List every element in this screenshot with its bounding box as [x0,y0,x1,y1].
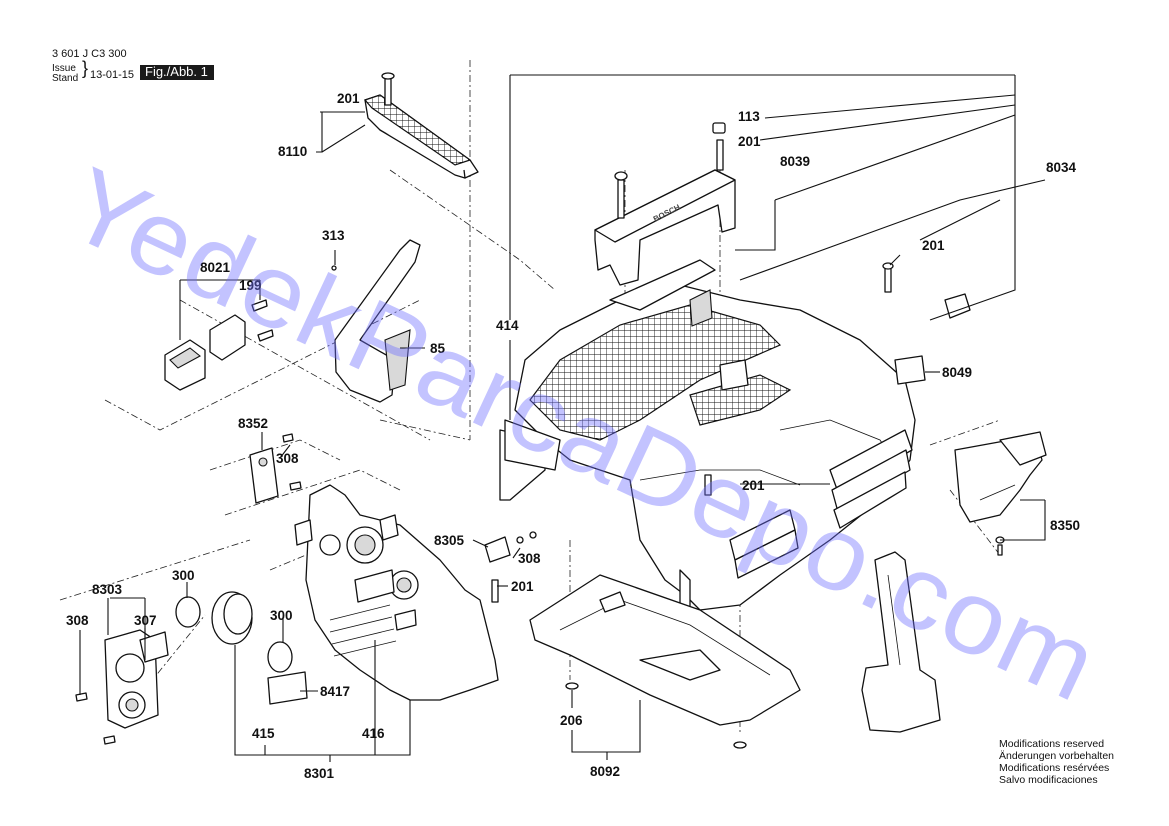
part-8350-side-cover [954,431,1047,556]
callout-414: 414 [496,318,519,333]
callout-8301: 8301 [304,766,335,781]
callout-206: 206 [560,713,583,728]
callout-labels: 201 8110 113 201 8039 8034 313 8021 199 … [66,91,1080,781]
callout-415: 415 [252,726,275,741]
issue-date: 13-01-15 [90,69,135,81]
callout-300: 300 [172,568,195,583]
callout-8092: 8092 [590,764,620,779]
callout-308: 308 [66,613,89,628]
callout-307: 307 [134,613,157,628]
callout-8021: 8021 [200,260,231,275]
callout-416: 416 [362,726,385,741]
callout-201: 201 [742,478,765,493]
callout-8305: 8305 [434,533,465,548]
part-8092-base-plate [529,574,801,749]
part-300-knobs [175,591,308,705]
callout-308: 308 [518,551,541,566]
callout-8303: 8303 [92,582,123,597]
part-8352-plate [249,433,302,504]
part-85-strap [331,239,421,403]
document-number: 3 601 J C3 300 [52,48,127,60]
modification-note: Änderungen vorbehalten [999,750,1115,762]
callout-8352: 8352 [238,416,268,431]
callout-8039: 8039 [780,154,810,169]
callout-85: 85 [430,341,446,356]
callout-201: 201 [337,91,360,106]
modification-note: Modifications reserved [999,738,1105,750]
callout-201: 201 [922,238,945,253]
part-8110-carry-bar [363,72,479,179]
callout-201: 201 [738,134,761,149]
issue-label: Issue Stand [52,63,79,84]
part-8021-switch [164,299,274,391]
callout-201: 201 [511,579,534,594]
figure-badge: Fig./Abb. 1 [140,65,214,80]
part-8049-label [882,262,971,385]
callout-313: 313 [322,228,345,243]
callout-8034: 8034 [1046,160,1077,175]
part-8301-front-cover [294,484,499,701]
leader-lines [79,74,1046,762]
callout-8417: 8417 [320,684,350,699]
part-8305-bracket [484,474,712,603]
issue-brace: } [82,58,89,78]
modification-note: Modifications resérvées [999,762,1110,774]
part-cord-hook [861,551,941,733]
part-8034-main-housing [499,259,916,613]
callout-300: 300 [270,608,293,623]
callout-113: 113 [738,109,760,124]
callout-308: 308 [276,451,299,466]
modification-note: Salvo modificaciones [999,774,1098,786]
callout-8049: 8049 [942,365,972,380]
part-8303-socket [75,629,169,745]
callout-8110: 8110 [278,144,307,159]
callout-8350: 8350 [1050,518,1080,533]
callout-199: 199 [239,278,262,293]
part-8039-handle: BOSCH [594,122,736,286]
